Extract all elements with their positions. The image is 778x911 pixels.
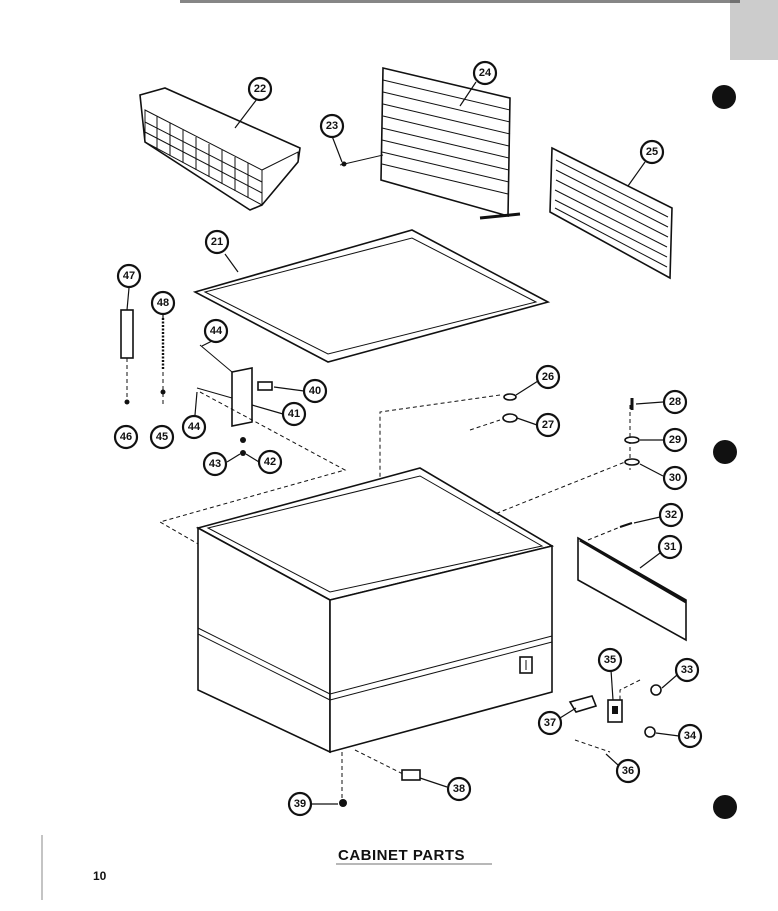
callout-46: 46	[113, 424, 139, 450]
part-47-hinge-cover	[120, 309, 134, 359]
callout-44-upper: 44	[203, 318, 229, 344]
callout-26: 26	[535, 364, 561, 390]
svg-text:41: 41	[288, 408, 300, 420]
svg-text:30: 30	[669, 472, 681, 484]
cabinet-body	[195, 467, 555, 754]
callout-36: 36	[615, 758, 641, 784]
callout-24: 24	[472, 60, 498, 86]
binder-hole-middle	[713, 440, 737, 464]
part-41-hinge-body	[231, 367, 253, 427]
svg-text:47: 47	[123, 270, 135, 282]
leader-lines	[126, 81, 680, 805]
svg-text:29: 29	[669, 434, 681, 446]
callout-33: 33	[674, 657, 700, 683]
callout-40: 40	[302, 378, 328, 404]
cabinet-side-face	[329, 544, 553, 754]
part-25-grille-panel	[549, 146, 673, 280]
svg-text:43: 43	[209, 458, 221, 470]
callout-21: 21	[204, 229, 230, 255]
svg-text:44: 44	[210, 325, 223, 337]
callout-28: 28	[662, 389, 688, 415]
callout-22: 22	[247, 76, 273, 102]
svg-text:32: 32	[665, 509, 677, 521]
scan-artifacts	[41, 0, 778, 900]
svg-text:42: 42	[264, 456, 276, 468]
svg-text:46: 46	[120, 431, 132, 443]
callout-29: 29	[662, 427, 688, 453]
svg-text:28: 28	[669, 396, 681, 408]
callout-34: 34	[677, 723, 703, 749]
page-title: CABINET PARTS	[338, 847, 465, 864]
binder-hole-top	[712, 85, 736, 109]
callout-42: 42	[257, 449, 283, 475]
callout-41: 41	[281, 401, 307, 427]
callout-35: 35	[597, 647, 623, 673]
svg-text:38: 38	[453, 783, 465, 795]
part-21-lid-gasket	[192, 229, 551, 363]
svg-text:25: 25	[646, 146, 658, 158]
svg-text:26: 26	[542, 371, 554, 383]
part-22-wire-basket	[139, 87, 301, 211]
callout-37: 37	[537, 710, 563, 736]
svg-text:21: 21	[211, 236, 223, 248]
svg-text:40: 40	[309, 385, 321, 397]
callout-30: 30	[662, 465, 688, 491]
part-40-clip	[257, 381, 273, 391]
svg-text:45: 45	[156, 431, 168, 443]
part-23-screw	[339, 154, 384, 167]
svg-text:39: 39	[294, 798, 306, 810]
callout-43: 43	[202, 451, 228, 477]
callout-45: 45	[149, 424, 175, 450]
callout-25: 25	[639, 139, 665, 165]
svg-text:44: 44	[188, 421, 201, 433]
callout-47: 47	[116, 263, 142, 289]
callout-31: 31	[657, 534, 683, 560]
svg-text:23: 23	[326, 120, 338, 132]
svg-text:22: 22	[254, 83, 266, 95]
part-38-foot	[401, 769, 421, 781]
callout-48: 48	[150, 290, 176, 316]
part-31-back-panel	[577, 536, 687, 642]
svg-text:48: 48	[157, 297, 169, 309]
svg-text:33: 33	[681, 664, 693, 676]
callout-32: 32	[658, 502, 684, 528]
binder-hole-bottom	[713, 795, 737, 819]
hinge-assembly	[120, 309, 273, 456]
part-24-divider-grille	[380, 66, 521, 220]
svg-text:34: 34	[684, 730, 697, 742]
svg-text:31: 31	[664, 541, 676, 553]
callout-23: 23	[319, 113, 345, 139]
svg-text:27: 27	[542, 419, 554, 431]
page-number: 10	[93, 869, 107, 883]
callout-44-lower: 44	[181, 414, 207, 440]
callout-39: 39	[287, 791, 313, 817]
callout-27: 27	[535, 412, 561, 438]
svg-text:24: 24	[479, 67, 492, 79]
svg-text:35: 35	[604, 654, 616, 666]
svg-text:37: 37	[544, 717, 556, 729]
callouts: 21 22 23 24 25 26 27 28 29 30 31 32 33 3…	[113, 60, 703, 817]
svg-text:36: 36	[622, 765, 634, 777]
callout-38: 38	[446, 776, 472, 802]
